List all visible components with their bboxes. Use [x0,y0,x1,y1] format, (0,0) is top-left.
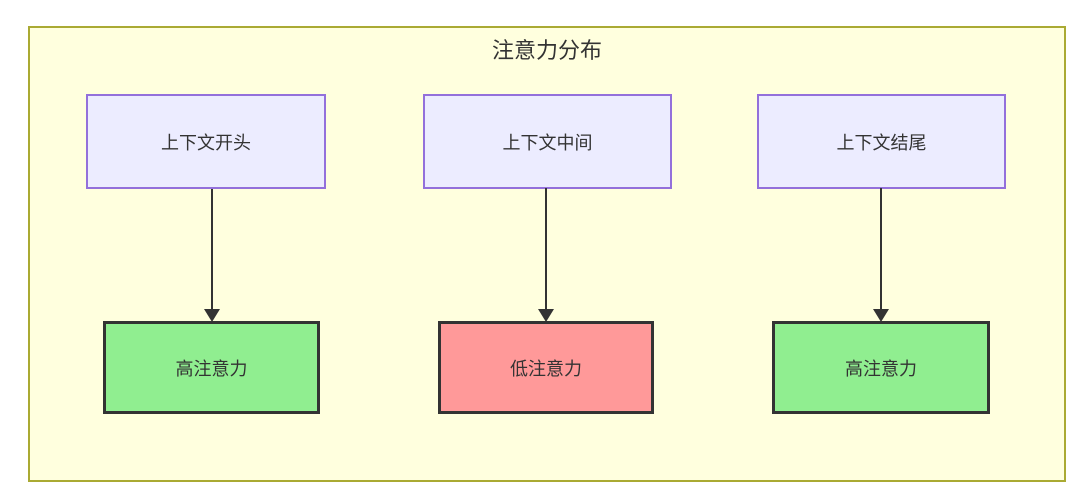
node-high-attention-1: 高注意力 [103,321,320,414]
node-context-middle-label: 上下文中间 [502,132,593,154]
node-high-attention-1-label: 高注意力 [175,358,248,380]
node-context-middle: 上下文中间 [423,94,672,189]
node-context-start-label: 上下文开头 [161,132,251,154]
node-context-end: 上下文结尾 [757,94,1006,189]
node-low-attention-label: 低注意力 [510,358,582,380]
node-high-attention-2: 高注意力 [772,321,990,414]
node-context-end-label: 上下文结尾 [836,132,927,154]
node-high-attention-2-label: 高注意力 [845,358,917,380]
diagram-title: 注意力分布 [491,39,602,64]
node-context-start: 上下文开头 [86,94,326,189]
node-low-attention: 低注意力 [438,321,654,414]
